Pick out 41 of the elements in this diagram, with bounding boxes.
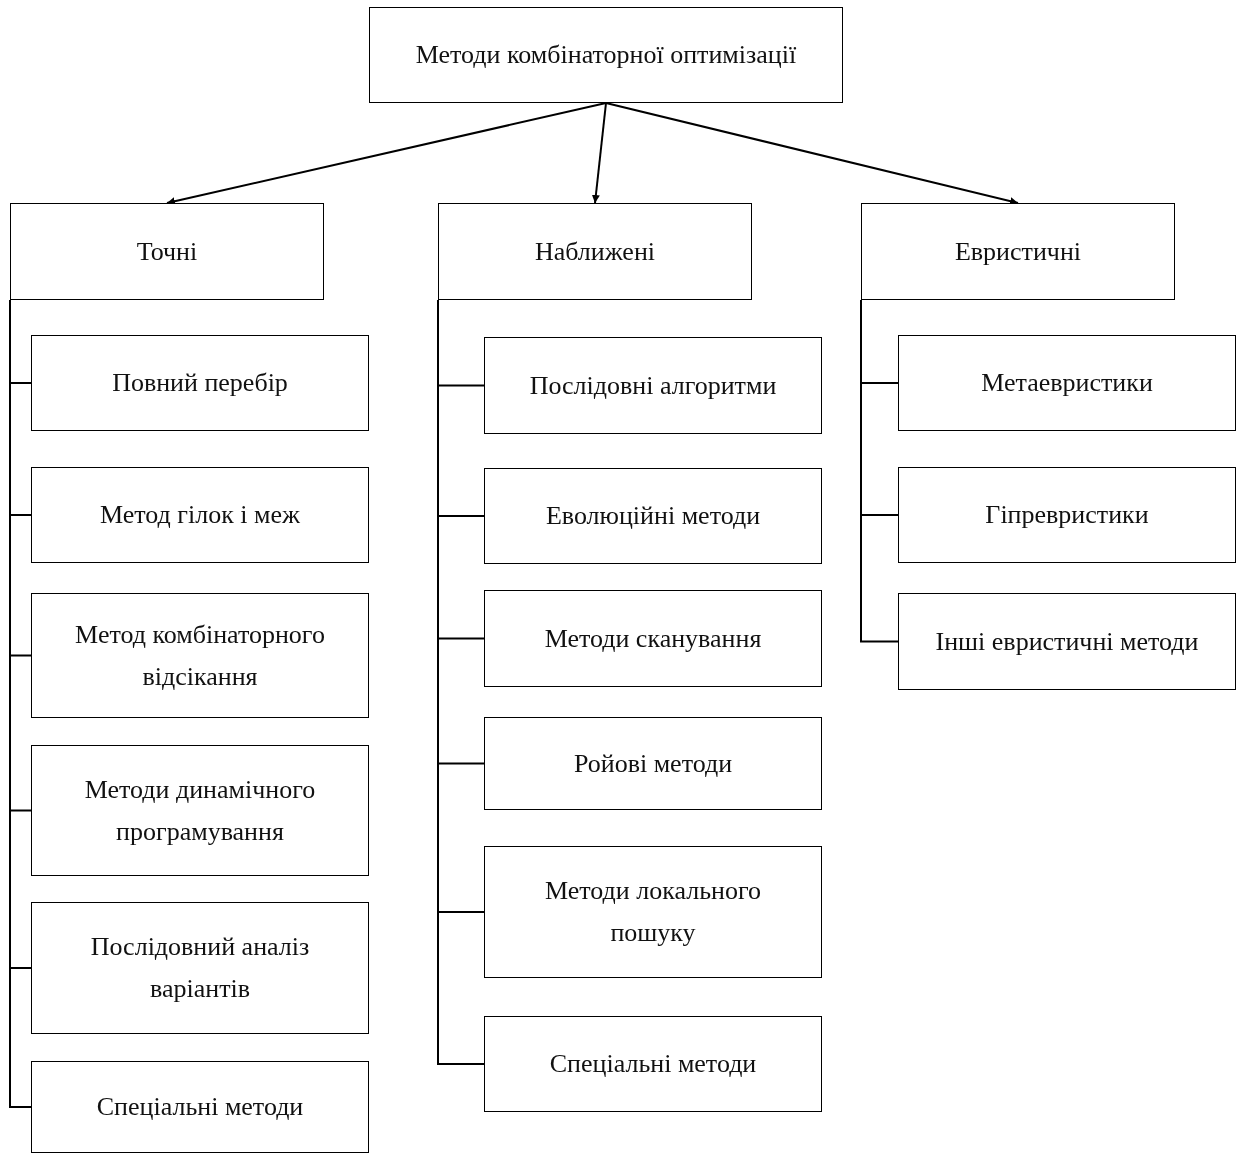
category-box [898, 467, 1236, 563]
category-box [898, 593, 1236, 690]
category-box [31, 1061, 369, 1153]
category-box [438, 203, 752, 300]
box-label: Гіпревристики [985, 499, 1149, 531]
box-label: Методи сканування [544, 622, 762, 655]
box-label: Точні [136, 235, 198, 268]
box-label: Ройові методи [573, 747, 733, 780]
category-box [861, 203, 1175, 300]
box-label: Інші евристичні методи [935, 625, 1199, 658]
box-label: Методи комбінаторної оптимізації [415, 39, 797, 71]
box-label: Спеціальні методи [96, 1091, 304, 1123]
category-box [31, 745, 369, 876]
box-label: Повний перебір [112, 367, 288, 399]
connector-line [860, 299, 899, 643]
box-label: Послідовний аналіз варіантів [89, 931, 311, 1005]
box-label: Еволюційні методи [545, 500, 761, 532]
category-box [31, 467, 369, 563]
arrow [591, 102, 607, 204]
box-label: Евристичні [954, 235, 1082, 268]
arrow [605, 102, 1019, 205]
box-label: Метод комбінаторного відсікання [74, 618, 326, 693]
category-box [31, 335, 369, 431]
category-box [484, 717, 822, 810]
category-box [31, 593, 369, 718]
category-box [898, 335, 1236, 431]
box-label: Методи локального пошуку [544, 875, 762, 949]
category-box [484, 468, 822, 564]
category-box [31, 902, 369, 1034]
box-label: Методи динамічного програмування [83, 773, 317, 848]
root-box [369, 7, 843, 103]
box-label: Послідовні алгоритми [529, 369, 777, 402]
category-box [484, 846, 822, 978]
box-label: Метод гілок і меж [100, 499, 300, 531]
box-label: Метаевристики [981, 367, 1153, 399]
category-box [484, 590, 822, 687]
category-box [10, 203, 324, 300]
box-label: Спеціальні методи [549, 1048, 757, 1080]
category-box [484, 1016, 822, 1112]
box-label: Наближені [534, 235, 656, 268]
category-box [484, 337, 822, 434]
